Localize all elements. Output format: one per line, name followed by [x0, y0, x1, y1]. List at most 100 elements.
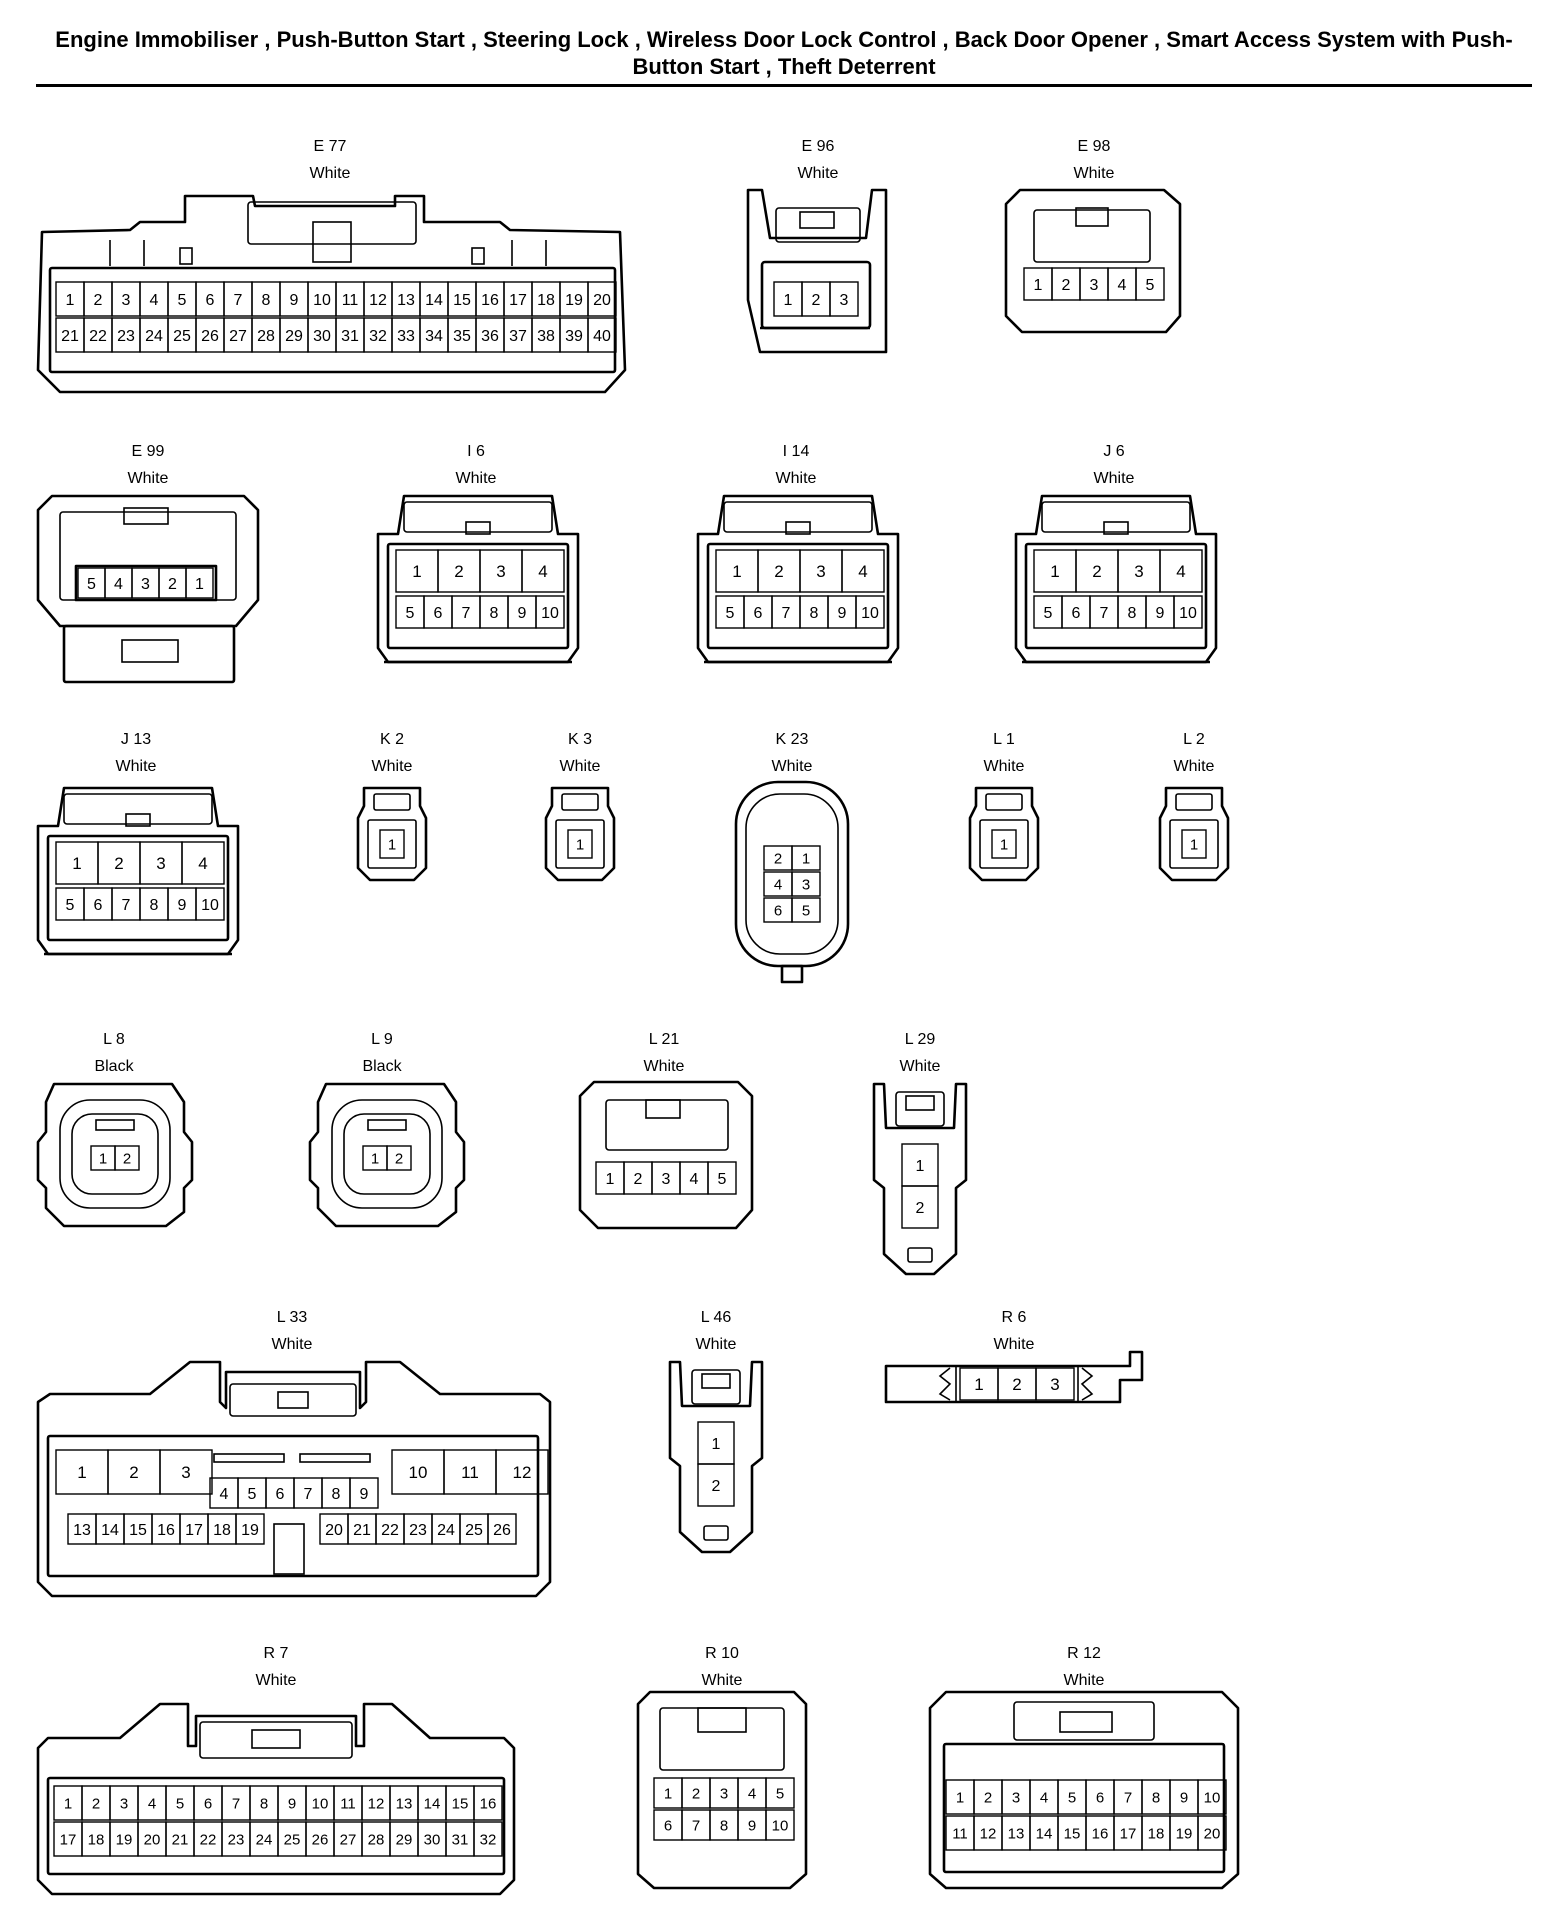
pin-number: 9: [360, 1486, 369, 1503]
latch-zigzag: [1080, 1367, 1094, 1401]
housing-part: [74, 564, 218, 602]
pin-number: 19: [241, 1522, 259, 1539]
pin-number: 10: [312, 1795, 329, 1812]
pin-number: 10: [1179, 605, 1197, 622]
pin-number: 1: [99, 1150, 107, 1167]
housing-outline: [636, 1690, 808, 1890]
pin-cell: [114, 1145, 140, 1171]
pin-cell: [521, 549, 565, 593]
pin-number: 31: [452, 1831, 469, 1848]
pin-number: 3: [840, 292, 849, 309]
housing-part: [1059, 1711, 1113, 1733]
housing-outline: [968, 786, 1040, 882]
connector-name: K 3: [568, 731, 592, 748]
housing-outline: [36, 494, 260, 628]
housing-part: [465, 521, 491, 535]
pin-number: 11: [342, 292, 359, 309]
connector-name: L 8: [103, 1031, 125, 1048]
pin-cell: [185, 567, 214, 599]
pin-number: 15: [129, 1522, 147, 1539]
pin-number: 1: [195, 576, 204, 593]
pin-number: 3: [1012, 1789, 1020, 1806]
connector-name: I 14: [783, 443, 810, 460]
connector-name: L 1: [993, 731, 1015, 748]
housing-part: [403, 501, 553, 533]
housing-part: [312, 221, 352, 263]
housing-part: [367, 1119, 407, 1131]
housing-outline: [36, 786, 240, 956]
housing-part: [471, 247, 485, 265]
pin-cell: [765, 1809, 795, 1841]
pin-number: 8: [810, 605, 819, 622]
housing-outline: [928, 1690, 1240, 1890]
pin-cell: [195, 887, 225, 921]
pin-number: 11: [952, 1825, 968, 1842]
pin-number: 26: [493, 1522, 511, 1539]
pin-number: 1: [388, 836, 396, 853]
housing-part: [1041, 501, 1191, 533]
pin-number: 9: [1180, 1789, 1188, 1806]
housing-outline: [696, 494, 900, 664]
pin-number: 4: [1176, 562, 1185, 581]
pin-number: 11: [461, 1463, 479, 1482]
pin-number: 2: [916, 1200, 925, 1217]
pin-number: 32: [480, 1831, 497, 1848]
connector-name: R 10: [705, 1645, 739, 1662]
pin-number: 17: [509, 292, 527, 309]
pin-number: 5: [802, 902, 810, 919]
pin-number: 20: [325, 1522, 343, 1539]
pin-number: 8: [720, 1817, 728, 1834]
housing-part: [1033, 209, 1151, 263]
connector-name: L 21: [649, 1031, 680, 1048]
housing-part: [179, 247, 193, 265]
pin-number: 28: [368, 1831, 385, 1848]
housing-part: [46, 1776, 506, 1876]
connector-color: White: [644, 1058, 685, 1075]
housing-part: [1175, 793, 1213, 811]
pin-number: 3: [802, 876, 810, 893]
housing-part: [251, 1729, 301, 1749]
pin-number: 20: [144, 1831, 161, 1848]
connector-name: R 7: [264, 1645, 289, 1662]
pin-number: 10: [201, 897, 219, 914]
pin-cell: [567, 829, 593, 859]
pin-number: 2: [774, 562, 783, 581]
pin-number: 18: [1148, 1825, 1165, 1842]
pin-number: 1: [371, 1150, 379, 1167]
pin-number: 36: [481, 328, 499, 345]
pin-cell: [535, 595, 565, 629]
pin-number: 27: [229, 328, 247, 345]
pin-number: 2: [984, 1789, 992, 1806]
pin-number: 2: [1062, 277, 1071, 294]
pin-number: 4: [748, 1785, 756, 1802]
pin-number: 23: [409, 1522, 427, 1539]
pin-cell: [386, 1145, 412, 1171]
pin-number: 5: [66, 897, 75, 914]
pin-number: 4: [150, 292, 159, 309]
pin-number: 1: [664, 1785, 672, 1802]
housing-outline: [36, 1360, 552, 1598]
housing-part: [555, 819, 605, 869]
connector-color: White: [1174, 758, 1215, 775]
housing-outline: [746, 188, 888, 354]
housing-part: [95, 1119, 135, 1131]
connector-name: L 46: [701, 1309, 732, 1326]
housing-outline: [36, 1702, 516, 1896]
pin-number: 6: [94, 897, 103, 914]
pin-number: 11: [340, 1795, 356, 1812]
pin-number: 8: [262, 292, 271, 309]
housing-part: [985, 793, 1023, 811]
pin-cell: [765, 1777, 795, 1809]
pin-cell: [901, 1185, 939, 1229]
connector-color: White: [128, 470, 169, 487]
pin-number: 5: [718, 1171, 727, 1188]
housing-part: [367, 819, 417, 869]
housing-inner: [59, 1099, 171, 1209]
